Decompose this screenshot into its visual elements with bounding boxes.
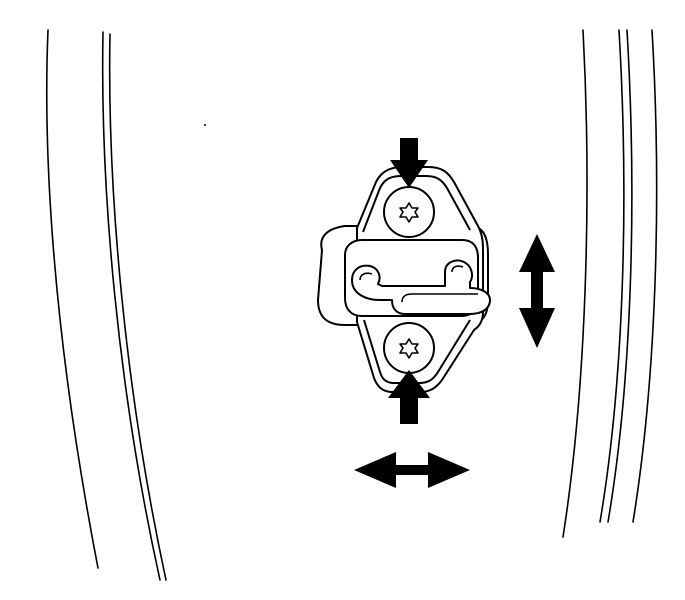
pillar-left-inner-line-1 <box>101 31 161 581</box>
door-right-line-2 <box>599 29 625 523</box>
arrow-horizontal-double-icon <box>354 452 470 488</box>
torx-screw-icon <box>399 338 419 359</box>
adjustment-arrows <box>354 138 555 488</box>
arrow-down-icon <box>390 138 428 188</box>
arrow-vertical-double-icon <box>519 234 555 348</box>
body-pillar-left-lines <box>45 29 167 581</box>
striker-pin-highlight-3 <box>451 265 464 273</box>
stray-dot <box>204 124 206 126</box>
striker-pin-highlight <box>401 293 478 303</box>
pillar-left-outer-line <box>45 29 99 569</box>
door-edge-right-lines <box>562 29 658 538</box>
torx-screw-icon <box>399 202 419 223</box>
torx-screw-upper <box>383 186 435 238</box>
door-right-line-1 <box>562 29 588 538</box>
torx-screw-lower <box>383 322 435 374</box>
arrow-up-icon <box>388 370 430 424</box>
striker-pin-highlight-2 <box>359 272 373 281</box>
pillar-left-inner-line-2 <box>108 33 167 581</box>
door-right-line-4 <box>632 29 658 523</box>
door-right-line-3 <box>607 29 633 523</box>
striker-pin <box>351 259 491 315</box>
